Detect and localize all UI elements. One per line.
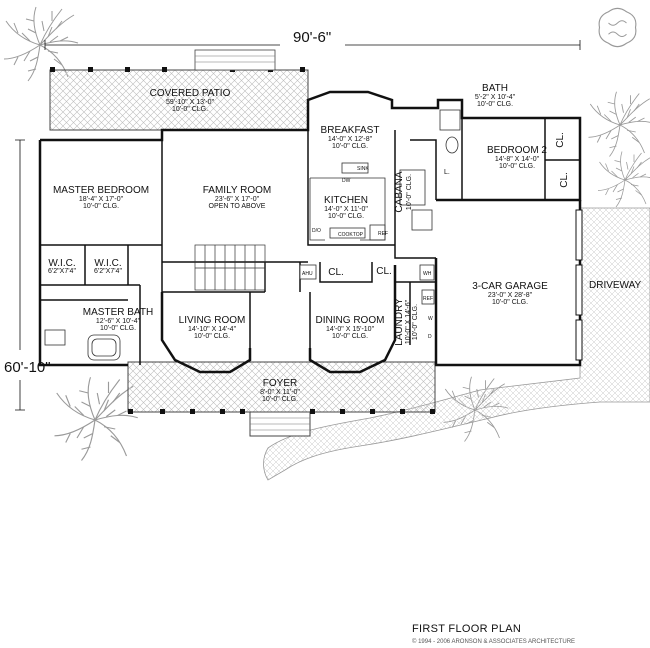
garage-ref-label: REF bbox=[423, 296, 433, 302]
master-bedroom-ceiling: 10'-0" CLG. bbox=[83, 203, 119, 210]
water-heater-box bbox=[419, 264, 435, 281]
bedroom2-closet-a: CL. bbox=[555, 132, 566, 148]
bedroom2-size: 14'-8" X 14'-0" bbox=[495, 156, 540, 163]
laundry-size: 10'-0" X 14'-6" bbox=[405, 299, 412, 344]
master-bedroom-name: MASTER BEDROOM bbox=[53, 185, 149, 196]
breakfast-ceiling: 10'-0" CLG. bbox=[332, 143, 368, 150]
covered-patio-ceiling: 10'-0" CLG. bbox=[172, 106, 208, 113]
master-bath-ceiling: 10'-0" CLG. bbox=[100, 325, 136, 332]
wic2-name: W.I.C. bbox=[94, 258, 121, 269]
ahu-label: AHU bbox=[302, 271, 313, 277]
cabana-closet-label: L. bbox=[444, 169, 450, 176]
plan-title: FIRST FLOOR PLAN bbox=[412, 623, 521, 635]
palm-tree-bottom-left bbox=[53, 376, 139, 462]
living-room-ceiling: 10'-0" CLG. bbox=[194, 333, 230, 340]
living-room-size: 14'-10" X 14'-4" bbox=[188, 326, 237, 333]
bath-size: 5'-2" X 10'-4" bbox=[475, 94, 516, 101]
garage-name: 3-CAR GARAGE bbox=[472, 281, 548, 292]
breakfast-size: 14'-0" X 12'-8" bbox=[328, 136, 373, 143]
sink-label: SINK bbox=[357, 166, 369, 172]
staircase bbox=[194, 244, 266, 291]
dryer-label: D bbox=[428, 334, 432, 340]
breakfast-name: BREAKFAST bbox=[321, 125, 380, 136]
living-room-name: LIVING ROOM bbox=[179, 315, 246, 326]
palm-tree-top-right bbox=[588, 91, 650, 157]
driveway-paving bbox=[263, 207, 650, 481]
garage-ceiling: 10'-0" CLG. bbox=[492, 299, 528, 306]
refrigerator-label: REF bbox=[378, 231, 388, 237]
washer-label: W bbox=[428, 316, 433, 322]
bath-ceiling: 10'-0" CLG. bbox=[477, 101, 513, 108]
overall-depth-label: 60'-10" bbox=[4, 359, 51, 376]
laundry-name: LAUNDRY bbox=[394, 298, 405, 346]
water-heater-label: WH bbox=[423, 271, 432, 277]
laundry-ceiling: 10'-0" CLG. bbox=[412, 304, 419, 340]
wic2-size: 6'2"X7'4" bbox=[94, 268, 122, 275]
dining-room-name: DINING ROOM bbox=[316, 315, 385, 326]
bedroom2-name: BEDROOM 2 bbox=[487, 145, 547, 156]
shrub-top-right bbox=[598, 7, 637, 48]
cooktop-label: COOKTOP bbox=[338, 232, 364, 238]
bedroom2-ceiling: 10'-0" CLG. bbox=[499, 163, 535, 170]
family-room-size: 23'-6" X 17'-0" bbox=[215, 196, 260, 203]
dimension-lines bbox=[15, 40, 581, 411]
cabana-name: CABANA bbox=[394, 171, 405, 212]
family-room-ceiling: OPEN TO ABOVE bbox=[209, 203, 266, 210]
driveway-label: DRIVEWAY bbox=[589, 280, 642, 291]
covered-patio-size: 59'-10" X 13'-0" bbox=[166, 99, 215, 106]
wic1-name: W.I.C. bbox=[48, 258, 75, 269]
bath-name: BATH bbox=[482, 83, 508, 94]
kitchen-counters bbox=[309, 162, 386, 241]
master-bath-size: 12'-6" X 10'-4" bbox=[96, 318, 141, 325]
kitchen-name: KITCHEN bbox=[324, 195, 368, 206]
bath-fixtures bbox=[44, 109, 461, 361]
covered-patio-name: COVERED PATIO bbox=[150, 88, 231, 99]
copyright-line: © 1994 - 2006 ARONSON & ASSOCIATES ARCHI… bbox=[412, 638, 575, 645]
dining-room-size: 14'-0" X 15'-10" bbox=[326, 326, 375, 333]
overall-width-label: 90'-6" bbox=[293, 29, 331, 46]
dishwasher-label: DW bbox=[342, 178, 351, 184]
foyer-ceiling: 10'-0" CLG. bbox=[262, 396, 298, 403]
garage-ref-box bbox=[421, 289, 435, 305]
laundry-closet-label: CL. bbox=[376, 266, 392, 277]
hall-closet-label: CL. bbox=[328, 267, 344, 278]
covered-patio-floor bbox=[49, 69, 309, 131]
wic1-size: 6'2"X7'4" bbox=[48, 268, 76, 275]
ahu-box bbox=[299, 264, 317, 280]
master-bath-name: MASTER BATH bbox=[83, 307, 153, 318]
family-room-name: FAMILY ROOM bbox=[203, 185, 272, 196]
exterior-walls bbox=[38, 90, 582, 374]
bedroom2-closet-b: CL. bbox=[559, 172, 570, 188]
cabana-ceiling: 10'-0" CLG. bbox=[406, 174, 413, 210]
master-bedroom-size: 18'-4" X 17'-0" bbox=[79, 196, 124, 203]
patio-steps bbox=[194, 49, 276, 71]
foyer-name: FOYER bbox=[263, 378, 297, 389]
double-oven-label: D/O bbox=[312, 228, 321, 234]
palm-tree-right bbox=[597, 151, 650, 208]
kitchen-ceiling: 10'-0" CLG. bbox=[328, 213, 364, 220]
foyer-size: 8'-0" X 11'-0" bbox=[260, 389, 300, 396]
garage-size: 23'-0" X 28'-8" bbox=[488, 292, 533, 299]
kitchen-size: 14'-0" X 11'-0" bbox=[324, 206, 368, 213]
dining-room-ceiling: 10'-0" CLG. bbox=[332, 333, 368, 340]
garage-doors bbox=[575, 209, 583, 361]
